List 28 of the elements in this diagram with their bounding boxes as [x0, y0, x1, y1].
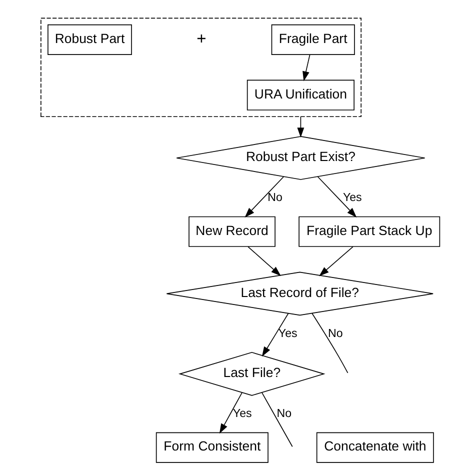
arrow: [297, 116, 304, 138]
arrow: [219, 392, 242, 434]
node-box: Form Consistent: [156, 432, 268, 463]
arrow: [319, 246, 354, 276]
node-diamond: Last File?: [178, 352, 326, 396]
edge-label: No: [276, 408, 292, 420]
node-box: Fragile Part: [271, 24, 355, 55]
label: +: [196, 28, 206, 48]
edge-label: Yes: [232, 408, 252, 420]
connector: [262, 392, 293, 448]
node-diamond: Robust Part Exist?: [176, 136, 426, 180]
node-box: New Record: [188, 216, 276, 247]
node-box: Concatenate with: [316, 432, 434, 463]
node-box: Fragile Part Stack Up: [298, 216, 440, 247]
edge-label: No: [328, 328, 343, 340]
node-box: Robust Part: [48, 24, 132, 55]
arrow: [317, 176, 357, 218]
connector: [312, 312, 348, 374]
node-diamond: Last Record of File?: [166, 272, 434, 316]
arrow: [262, 313, 289, 357]
arrow: [248, 246, 281, 276]
node-box: URA Unification: [246, 80, 354, 110]
edge-label: Yes: [342, 192, 362, 204]
arrow: [244, 176, 284, 218]
edge-label: No: [268, 192, 282, 204]
edge-label: Yes: [278, 328, 298, 340]
cluster: [40, 18, 362, 118]
arrow: [302, 54, 310, 82]
